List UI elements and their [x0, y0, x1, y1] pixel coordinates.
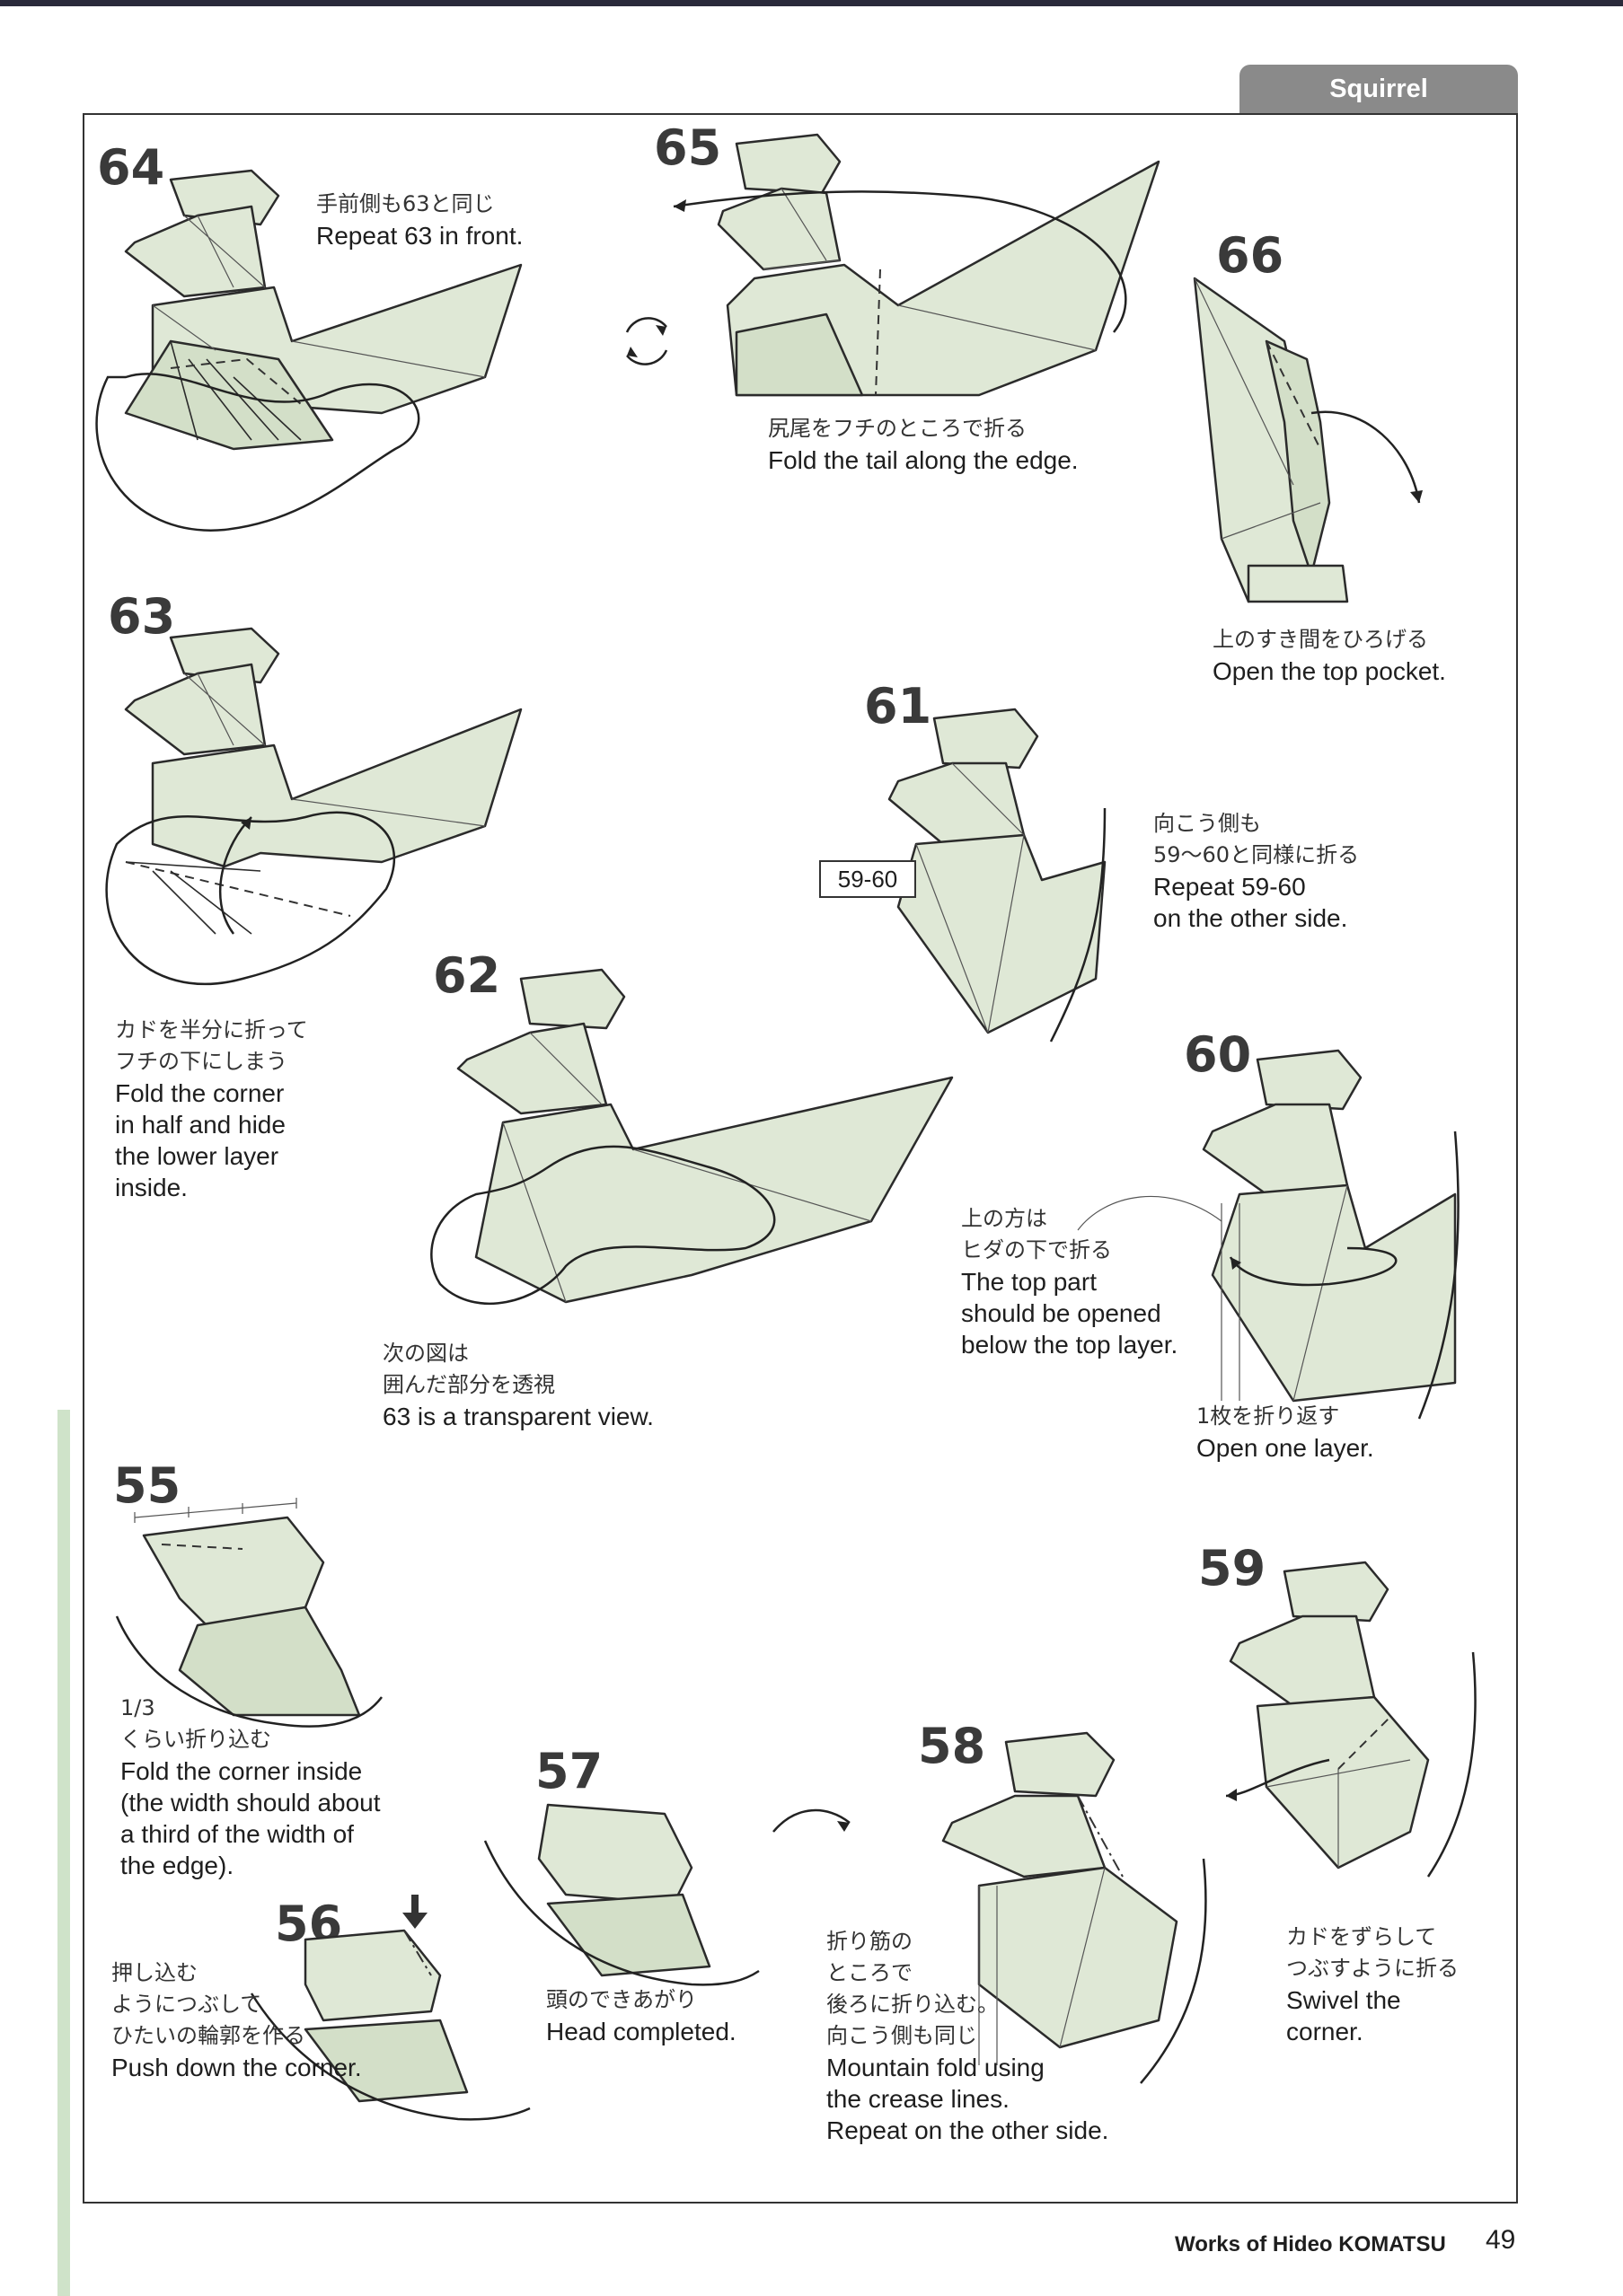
step-number-59: 59	[1198, 1540, 1266, 1597]
step-62-caption: 次の図は 囲んだ部分を透視 63 is a transparent view.	[383, 1341, 654, 1430]
step-number-58: 58	[918, 1718, 986, 1774]
step-number-62: 62	[433, 947, 501, 1004]
step-64-caption: 手前側も63と同じ Repeat 63 in front.	[316, 191, 524, 250]
step-66-diagram	[1193, 277, 1423, 603]
step-58-caption: 折り筋の ところで 後ろに折り込む。 向こう側も同じ Mountain fold…	[826, 1929, 1109, 2144]
step-61-caption: 向こう側も 59〜60と同様に折る Repeat 59-60 on the ot…	[1153, 811, 1360, 932]
next-step-arrow-icon	[772, 1808, 851, 1833]
step-66-caption: 上のすき間をひろげる Open the top pocket.	[1213, 627, 1446, 685]
step-64-diagram	[95, 169, 523, 532]
step-60-diagram	[1202, 1049, 1460, 1420]
step-number-60: 60	[1184, 1026, 1252, 1083]
step-60-caption-2: 1枚を折り返す Open one layer.	[1196, 1403, 1374, 1462]
step-number-55: 55	[113, 1457, 181, 1514]
step-number-61: 61	[864, 678, 932, 735]
turn-over-icon	[625, 317, 668, 365]
step-59-caption: カドをずらして つぶすように折る Swivel the corner.	[1286, 1924, 1459, 2045]
step-63-caption: カドを半分に折って フチの下にしまう Fold the corner in ha…	[115, 1017, 308, 1201]
section-tab: Squirrel	[1239, 65, 1518, 113]
step-55-diagram	[115, 1498, 383, 1728]
step-62-diagram	[430, 968, 954, 1305]
step-reference-box: 59-60	[819, 860, 916, 898]
step-65-caption: 尻尾をフチのところで折る Fold the tail along the edg…	[768, 416, 1079, 474]
step-56-diagram	[250, 1895, 531, 2121]
step-61-diagram	[887, 708, 1107, 1042]
step-number-65: 65	[654, 119, 722, 176]
step-number-64: 64	[97, 139, 165, 196]
step-number-66: 66	[1216, 227, 1284, 284]
step-59-diagram	[1225, 1561, 1477, 1878]
push-down-arrow-icon	[402, 1895, 428, 1929]
step-63-diagram	[105, 627, 523, 985]
scan-edge	[57, 1410, 70, 2296]
step-56-caption: 押し込む ようにつぶして ひたいの輪郭を作る Push down the cor…	[111, 1960, 362, 2081]
step-number-57: 57	[535, 1743, 604, 1799]
step-58-diagram	[941, 1731, 1207, 2084]
leader-line	[1077, 1195, 1222, 1231]
step-57-diagram	[483, 1803, 760, 1986]
step-60-caption: 上の方は ヒダの下で折る The top part should be open…	[961, 1206, 1178, 1359]
top-rule	[0, 0, 1623, 6]
diagram-frame	[83, 113, 1518, 2204]
step-65-diagram	[673, 133, 1160, 397]
footer-credit: Works of Hideo KOMATSU	[1175, 2232, 1446, 2256]
step-57-caption: 頭のできあがり Head completed.	[546, 1987, 737, 2045]
page-number: 49	[1486, 2225, 1516, 2255]
step-number-63: 63	[108, 588, 176, 645]
step-55-caption: 1/3 くらい折り込む Fold the corner inside (the …	[120, 1695, 381, 1879]
